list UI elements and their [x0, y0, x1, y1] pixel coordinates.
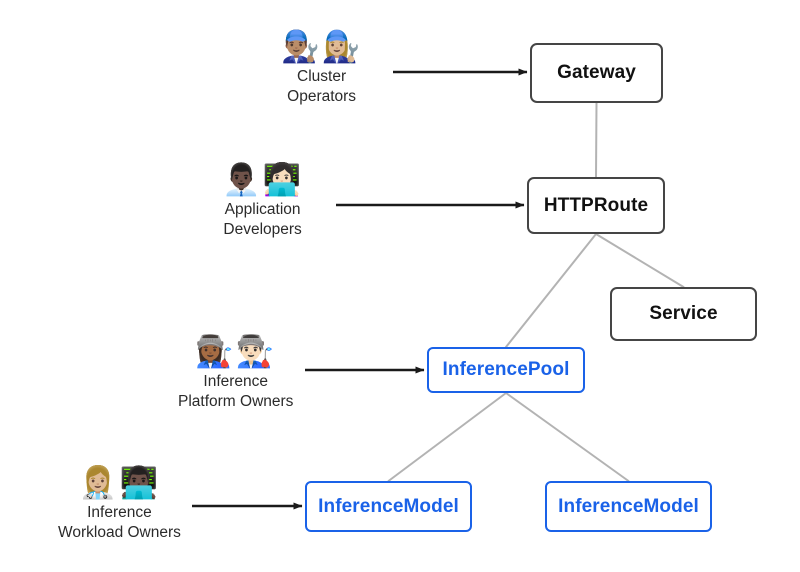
persona-label-line1: Inference [203, 373, 269, 390]
persona-label-line1: Cluster [297, 68, 347, 85]
node-label: InferenceModel [318, 495, 459, 517]
node-label: InferencePool [442, 359, 570, 381]
persona-label-line2: Workload Owners [58, 524, 181, 542]
node-inferencemodel2: InferenceModel [545, 481, 712, 532]
persona-label-line2: Platform Owners [178, 393, 294, 411]
node-label: InferenceModel [558, 495, 699, 517]
connector-inferencepool-to-inferencemodel1 [387, 392, 507, 482]
persona-label-line1: Application [224, 201, 301, 218]
connector-gateway-to-httproute [595, 102, 598, 178]
node-inferencemodel1: InferenceModel [305, 481, 472, 532]
woman-scientist-icon-man-technologist-icon: 👩🏼‍⚕️👨🏿‍💻 [78, 465, 161, 500]
man-office-worker-icon-woman-technologist-icon: 👨🏿‍💼👩🏻‍💻 [222, 162, 304, 197]
node-label: Service [649, 303, 718, 325]
node-gateway: Gateway [530, 43, 663, 103]
persona-label-line2: Developers [223, 221, 302, 239]
connector-httproute-to-service [595, 233, 685, 288]
connector-inferencepool-to-inferencemodel2 [505, 392, 630, 482]
node-label: HTTPRoute [543, 194, 649, 216]
man-mechanic-icon-woman-mechanic-icon: 👨🏽‍🔧👩🏼‍🔧 [281, 29, 363, 64]
persona-arrows [192, 68, 528, 510]
persona-label-line1: Inference [87, 504, 152, 521]
woman-construction-worker-icon-man-construction-worker-icon: 👩🏾‍🏭👨🏻‍🏭 [195, 334, 277, 369]
persona-label-line2: Operators [287, 88, 357, 106]
node-inferencepool: InferencePool [427, 347, 585, 393]
node-httproute: HTTPRoute [527, 177, 665, 234]
node-label: Gateway [557, 62, 636, 84]
connector-httproute-to-inferencepool [505, 233, 597, 348]
node-service: Service [610, 287, 757, 341]
